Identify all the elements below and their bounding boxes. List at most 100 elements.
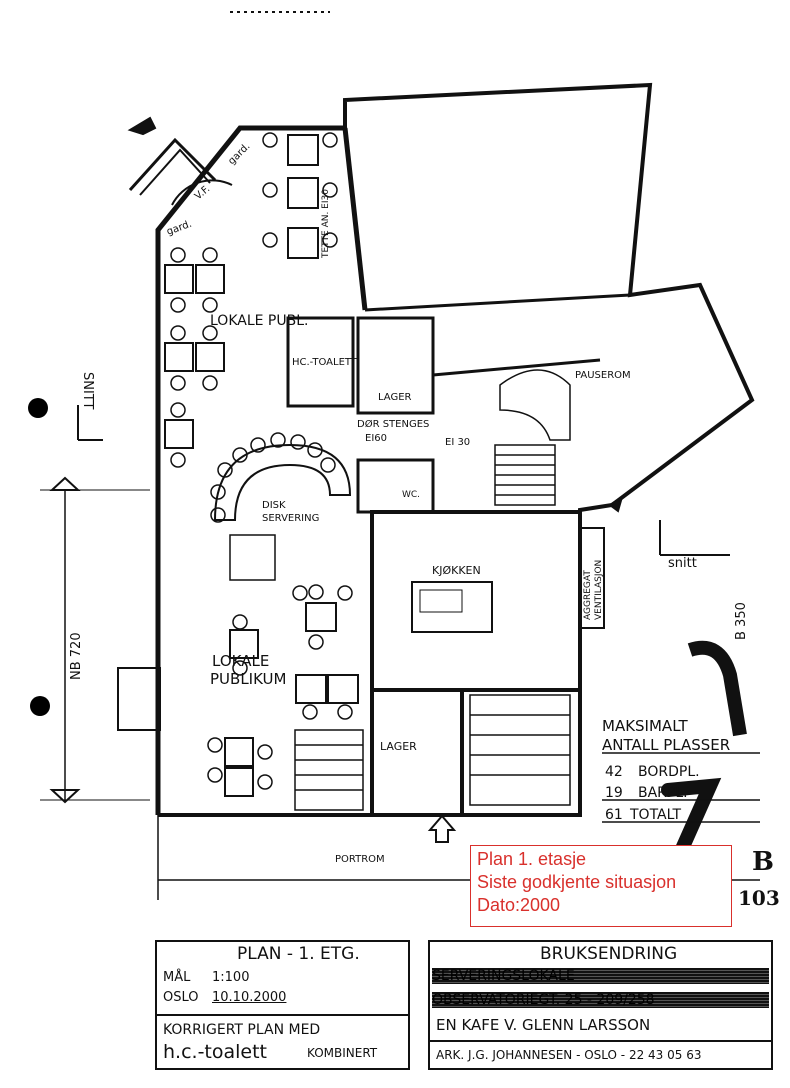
punch-hole [28,398,48,418]
chair [210,507,226,523]
label-b350: B 350 [734,602,749,640]
label-lager: LAGER [378,392,412,403]
label-gard: gard. [165,219,193,238]
chair [308,584,324,600]
stove [419,589,463,613]
label-ei60: EI60 [365,433,387,444]
chair [320,457,336,473]
chair [210,484,226,500]
label-aggregat: AGGREGAT [583,570,593,620]
chair [322,182,338,198]
exterior-wall [155,125,345,815]
capacity-title: ANTALL PLASSER [602,736,730,754]
label-lokale-publikum: PUBLIKUM [210,670,286,688]
staircase-lower [294,694,571,811]
capacity-label: BORDPL. [638,764,700,780]
project-type: BRUKSENDRING [540,944,678,964]
chair [250,437,266,453]
annotation-box: Plan 1. etasje Siste godkjente situasjon… [470,845,732,927]
label-tette: TETTE AN. EI30 [321,189,331,259]
exterior-wall [158,82,755,817]
hc-toilet-room [286,316,355,408]
label-kjokken: KJØKKEN [432,564,481,577]
chair [302,704,318,720]
chair [170,247,186,263]
kitchen-island [411,581,493,633]
title-block-left: PLAN - 1. ETG. MÅL 1:100 OSLO 10.10.2000… [155,940,410,1070]
handwritten-stroke [687,640,747,737]
storage-room [356,316,435,415]
interior-wall [432,358,601,377]
annotation-line: Siste godkjente situasjon [477,872,677,892]
scale-label: MÅL [163,970,191,985]
chair [170,452,186,468]
sheet-number: 103 [738,886,780,910]
staircase [494,369,571,506]
chair [170,375,186,391]
storage-room-lower [370,688,464,817]
wc-room [356,458,435,514]
chair [262,132,278,148]
chair [262,182,278,198]
label-dor-stenges: DØR STENGES [357,418,429,430]
label-nb720: NB 720 [69,632,84,680]
date: 10.10.2000 [212,990,287,1005]
title-block-right: BRUKSENDRING SERVERINGSLOKALE OBSERVATOR… [428,940,773,1070]
label-lokale-publikum: LOKALE [212,652,269,670]
label-servering: SERVERING [262,513,319,524]
label-wc: WC. [402,490,420,500]
chair [322,132,338,148]
handwritten-seven [661,777,722,865]
chair [232,614,248,630]
chair [170,402,186,418]
label-lager-lower: LAGER [380,740,417,753]
entrance-steps [128,137,217,192]
label-gard: gard. [226,141,252,167]
capacity-count: 61 [605,807,623,823]
label-snitt-left: SNITT [80,372,95,410]
tables [164,134,359,797]
label-pauserom: PAUSEROM [575,370,631,381]
chair [337,585,353,601]
chair [290,434,306,450]
label-hc-toalett: HC.-TOALETT [292,357,358,368]
label-ventilasjon: VENTILASJON [594,560,604,620]
capacity-label: TOTALT [629,807,681,823]
chair [202,297,218,313]
chair [232,660,248,676]
annotation-line: Dato:2000 [477,895,561,915]
plan-title: PLAN - 1. ETG. [237,944,360,964]
label-snitt: snitt [668,556,697,571]
interior-wall [364,293,631,312]
interior-wall [342,127,368,311]
capacity-count: 42 [605,764,623,780]
chair [322,232,338,248]
note: KORRIGERT PLAN MED [163,1022,321,1038]
divider [157,1014,408,1016]
counter-block [229,534,276,581]
sheet-letter: B [752,847,774,877]
capacity-label: BARPL. [638,785,688,801]
place: OSLO [163,990,199,1005]
bar-counter [213,443,352,521]
chair [270,432,286,448]
capacity-count: 19 [605,785,623,801]
label-disk: DISK [262,500,286,511]
section-marker [659,520,730,556]
door-swing [171,179,233,206]
chair [170,325,186,341]
arrow-icon [608,494,624,513]
architect: ARK. J.G. JOHANNESEN - OSLO - 22 43 05 6… [436,1048,702,1062]
ventilation-unit [579,527,605,629]
chair [202,375,218,391]
note-kombinert: KOMBINERT [307,1046,378,1060]
divider [430,1040,771,1042]
window-bay [117,667,161,731]
chair [207,767,223,783]
entrance-arrow-icon [127,116,157,136]
chair [217,462,233,478]
chairs [170,132,353,790]
kitchen-walls [370,510,582,692]
annotation-line: Plan 1. etasje [477,849,587,869]
capacity-title: MAKSIMALT [602,717,688,735]
